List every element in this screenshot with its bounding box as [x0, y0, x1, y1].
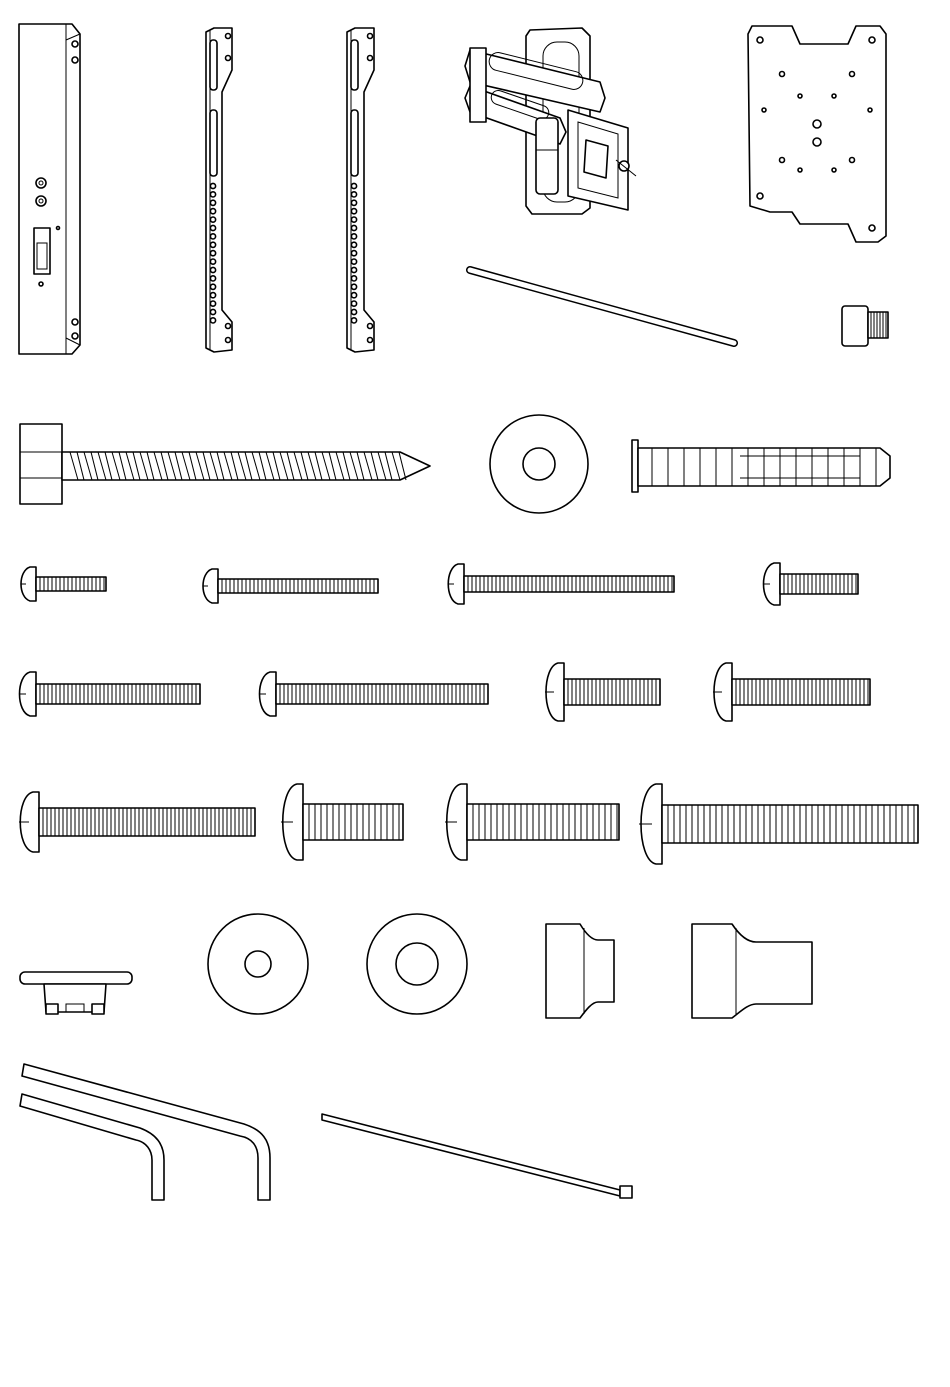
- large-flat-washer: [490, 415, 588, 513]
- vertical-slotted-bar-b: [347, 28, 374, 352]
- machine-screw-4: [763, 563, 858, 605]
- machine-screws: [19, 563, 918, 864]
- machine-screw-3: [448, 564, 674, 604]
- machine-screw-2: [203, 569, 378, 603]
- cable-clip: [20, 972, 132, 1014]
- wall-rail-bracket: [19, 24, 80, 354]
- machine-screw-8: [713, 663, 870, 721]
- machine-screw-7: [545, 663, 660, 721]
- washer-thick: [367, 914, 467, 1014]
- wall-anchor: [632, 440, 890, 492]
- machine-screw-6: [259, 672, 488, 716]
- threaded-spacer: [842, 306, 888, 346]
- vesa-mounting-plate: [748, 26, 886, 242]
- lag-bolt: [20, 424, 430, 504]
- allen-keys: [20, 1064, 270, 1200]
- machine-screw-9: [19, 792, 255, 852]
- machine-screw-5: [19, 672, 200, 716]
- hinge-pin-rod: [470, 270, 734, 343]
- swing-arm-assembly: [465, 28, 636, 214]
- machine-screw-11: [445, 784, 619, 860]
- cable-tie: [322, 1114, 632, 1198]
- machine-screw-12: [639, 784, 918, 864]
- stepped-spacer-small: [546, 924, 614, 1018]
- machine-screw-10: [281, 784, 403, 860]
- stepped-spacer-large: [692, 924, 812, 1018]
- vertical-slotted-bar-a: [206, 28, 232, 352]
- machine-screw-1: [21, 567, 106, 601]
- washer-medium: [208, 914, 308, 1014]
